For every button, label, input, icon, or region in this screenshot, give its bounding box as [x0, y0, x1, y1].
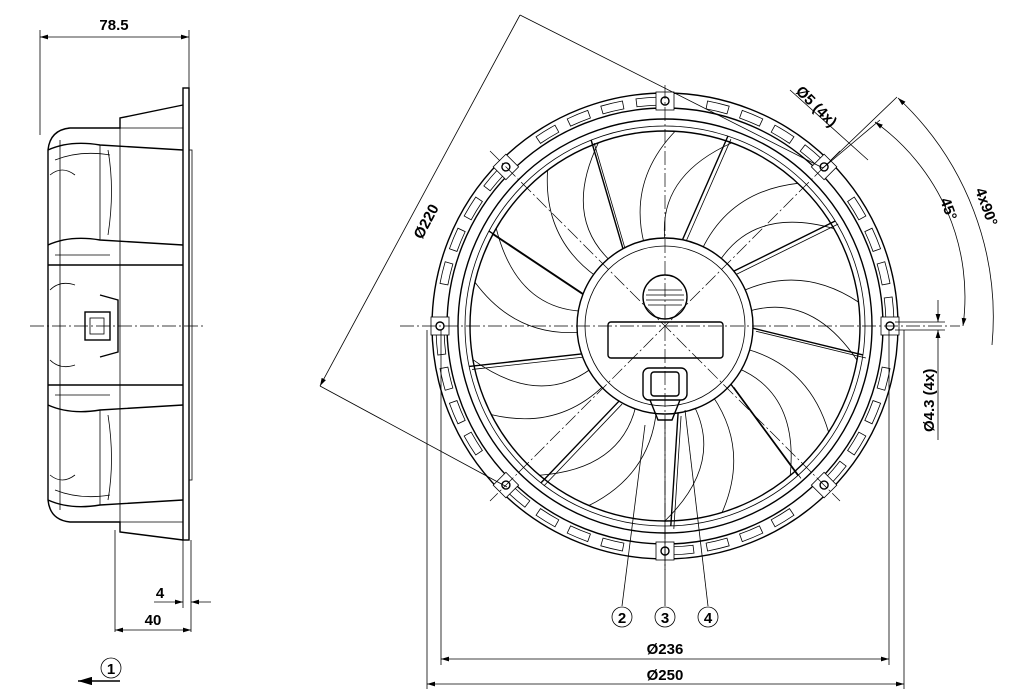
fan-blade: [491, 384, 637, 476]
dim-hole-small-leader: [789, 89, 869, 161]
strut-edge: [733, 387, 802, 479]
strut: [469, 353, 582, 368]
side-flange: [182, 87, 190, 541]
mount-hole: [501, 162, 511, 172]
frame-slot: [739, 109, 764, 127]
angle-ext-line: [822, 96, 898, 169]
side-housing-inner: [59, 127, 183, 523]
dim-label-flange: 4: [156, 585, 165, 602]
frame-slot: [448, 227, 466, 252]
fan-blade: [472, 281, 592, 387]
strut-edge: [472, 356, 585, 370]
strut: [681, 135, 729, 241]
dim-label-depth-to-flange: 40: [145, 612, 162, 629]
frame-slot: [847, 196, 867, 221]
side-housing: [47, 104, 184, 541]
dim-label-hole-small: Ø5 (4x): [792, 83, 840, 131]
frame-slot: [770, 124, 795, 144]
strut-edge: [593, 143, 627, 252]
frame-slots: [435, 96, 895, 556]
strut: [488, 230, 584, 295]
frame-slot: [535, 124, 560, 144]
frame-slot: [463, 196, 483, 221]
frame-slot: [600, 537, 625, 552]
dim-label-inner-diameter: Ø236: [647, 641, 684, 658]
dim-angle-45: [874, 121, 967, 327]
dim-label-overall-depth: 78.5: [99, 17, 128, 34]
frame-slot: [535, 508, 560, 528]
dim-label-mount-circle: Ø220: [411, 201, 443, 241]
centerline-d2: [489, 150, 841, 502]
dim-angle-4x90: [897, 97, 994, 346]
fan-blade: [588, 405, 705, 522]
view-marker-label: 1: [107, 661, 115, 678]
fan-blade: [712, 368, 792, 513]
strut-edge: [491, 233, 587, 298]
frame-slot: [864, 400, 882, 425]
label-plate: [607, 321, 724, 359]
fan-blade: [746, 306, 858, 433]
fan-blade: [719, 221, 859, 303]
strut-edge: [673, 415, 682, 529]
svg-text:3: 3: [661, 610, 669, 627]
frame-slot: [448, 400, 466, 425]
callout-4: 4: [684, 409, 719, 628]
strut-edge: [736, 223, 839, 275]
frame-slot: [439, 261, 454, 286]
fan-blades: [472, 130, 859, 522]
mount-hole: [501, 480, 511, 490]
strut-edge: [543, 403, 623, 487]
view-marker-1: 1: [78, 657, 122, 686]
side-view: 78.5 4 40 1: [30, 17, 211, 686]
flange-lip: [188, 149, 193, 481]
dim-label-hole-large: Ø4.3 (4x): [921, 369, 938, 432]
strut: [730, 383, 799, 476]
frame-slot: [635, 96, 659, 108]
mount-hole: [819, 480, 829, 490]
strut-edge: [685, 138, 732, 243]
strut: [752, 327, 864, 356]
frame-slot: [566, 525, 591, 543]
frame-slot: [705, 537, 730, 552]
front-view: Ø220 Ø5 (4x) 45° 4x90° Ø4.3 (4x) Ø236 Ø2…: [319, 14, 1001, 689]
svg-text:4: 4: [704, 610, 713, 627]
frame-slot: [705, 100, 730, 115]
frame-slot: [600, 100, 625, 115]
fan-blade: [495, 170, 597, 312]
frame-slot: [739, 525, 764, 543]
fan-blade: [663, 142, 798, 250]
frame-slot: [876, 366, 891, 391]
dim-mount-circle-ext: [319, 385, 508, 488]
strut: [590, 139, 624, 249]
strut: [540, 400, 620, 484]
svg-text:2: 2: [618, 610, 626, 627]
callout-2: 2: [611, 424, 646, 628]
dim-label-angle-4x90: 4x90°: [971, 186, 1000, 229]
strut: [670, 412, 679, 526]
frame-slot: [671, 544, 695, 556]
dim-mount-circle-line: [319, 14, 521, 387]
frame-slot: [883, 296, 895, 320]
frame-slot: [566, 109, 591, 127]
fan-struts: [469, 135, 866, 529]
frame-slot: [847, 431, 867, 456]
angle-ext-line: [822, 119, 881, 169]
frame-slot: [463, 431, 483, 456]
callout-3: 3: [654, 420, 676, 628]
dim-mount-circle-ext: [519, 14, 824, 169]
dim-label-angle-45: 45°: [936, 196, 960, 223]
fan-blade: [582, 130, 676, 262]
strut: [733, 220, 836, 272]
strut-edge: [755, 330, 866, 359]
side-struts: [47, 142, 184, 508]
frame-slot: [770, 508, 795, 528]
dim-label-outer-diameter: Ø250: [647, 667, 684, 684]
frame-slot: [439, 366, 454, 391]
